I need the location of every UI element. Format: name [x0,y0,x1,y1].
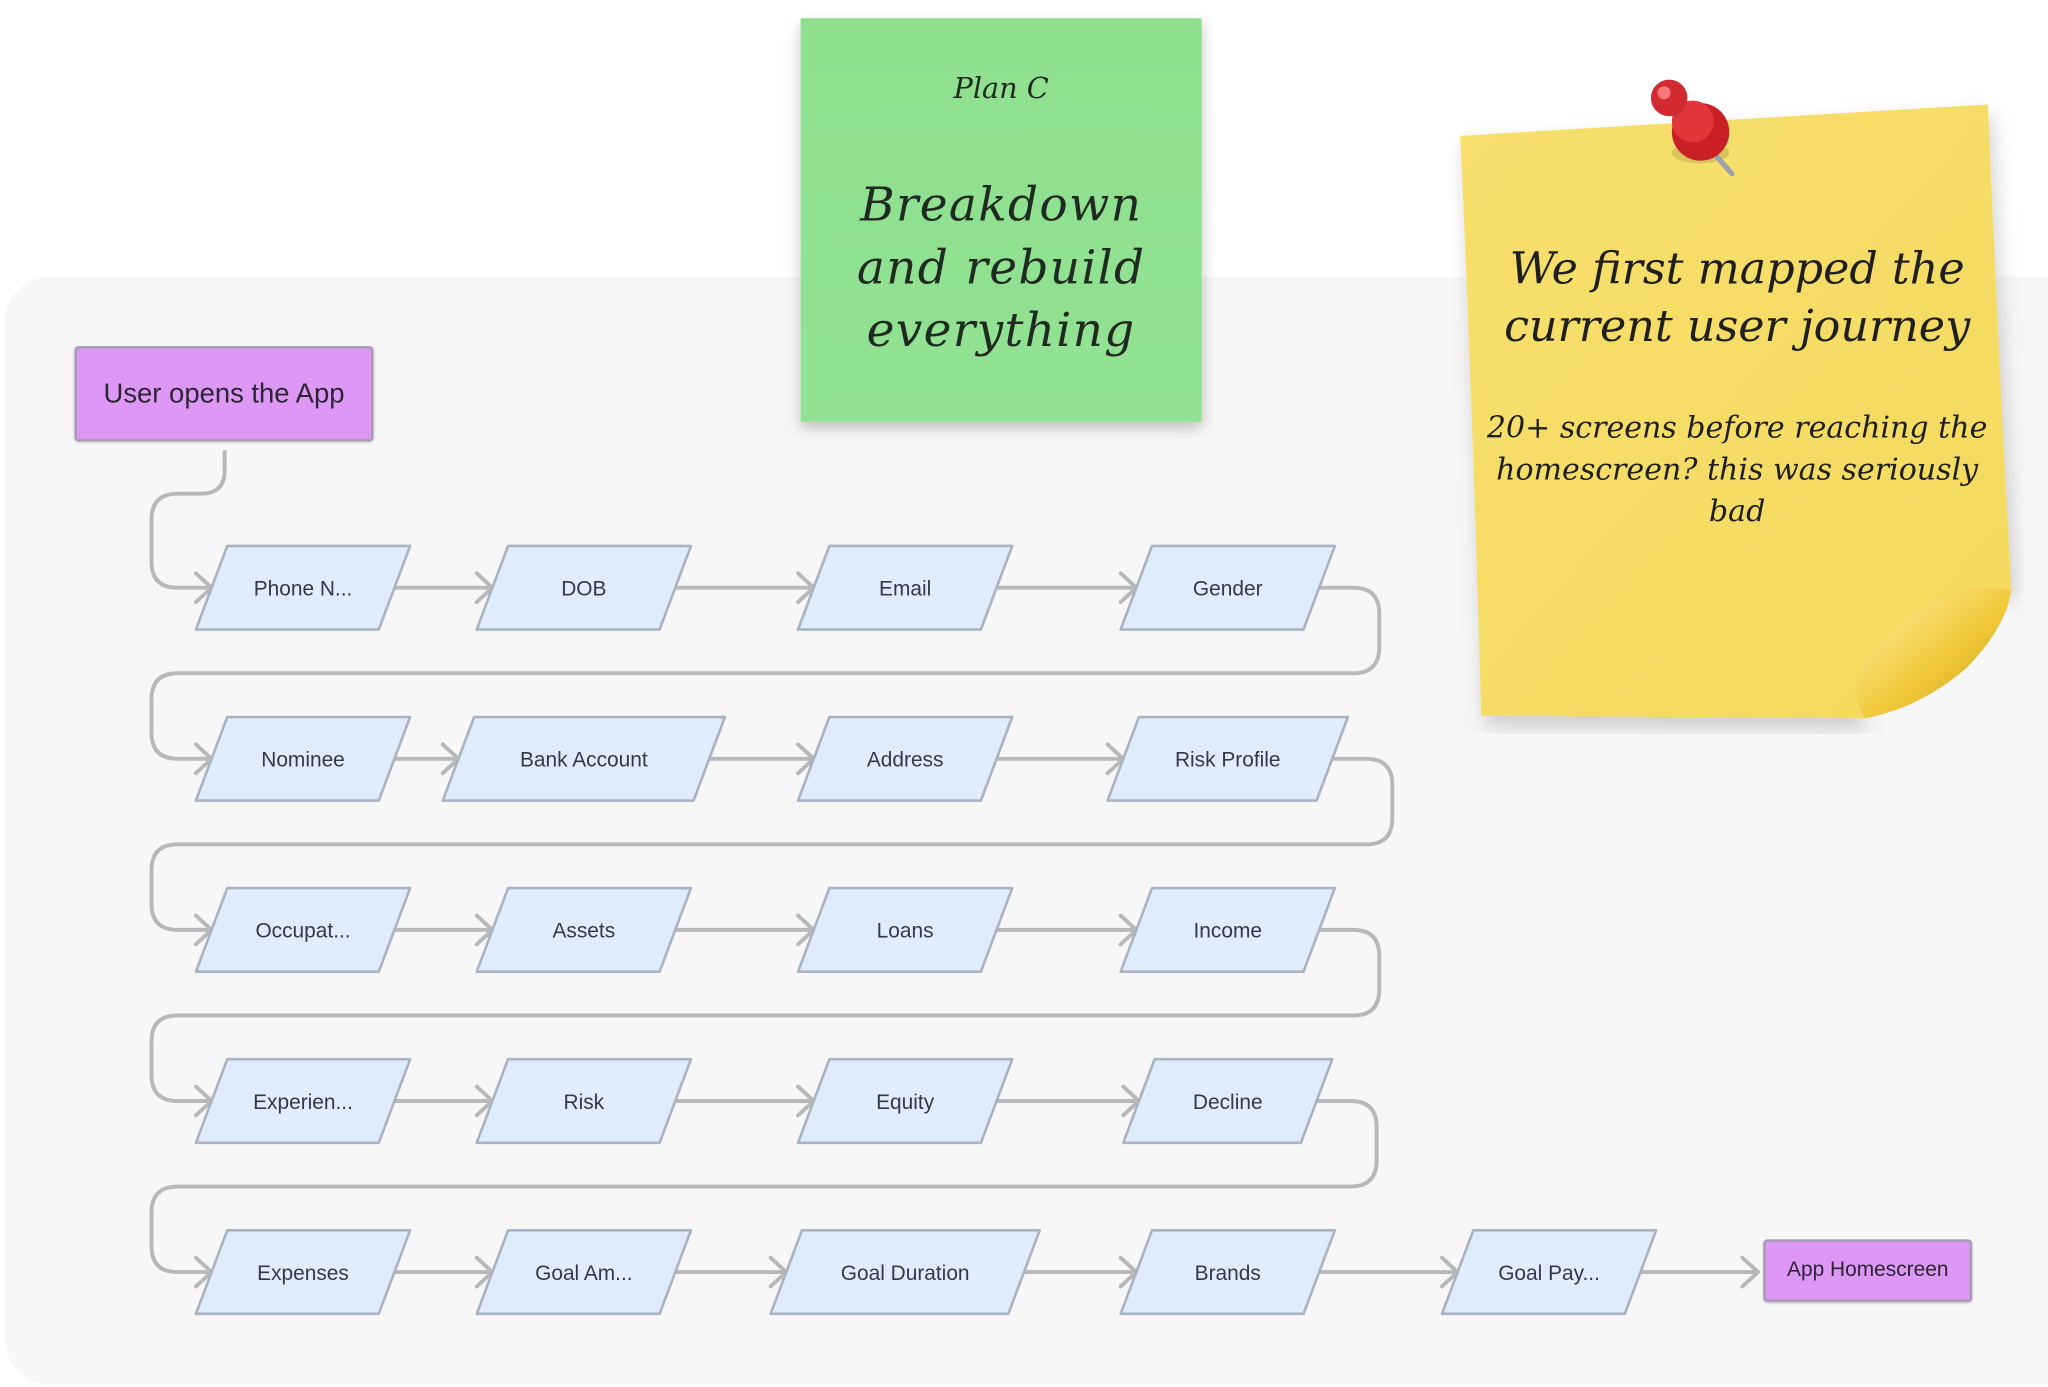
flow-node[interactable]: Goal Duration [769,1228,1041,1316]
flow-node[interactable]: Bank Account [441,715,727,802]
yellow-sticky-note: We first mapped the current user journey… [1450,94,2025,734]
node-shape [194,1228,412,1316]
yellow-note-title: We first mapped the current user journey [1504,242,1971,353]
flow-node[interactable]: Decline [1121,1057,1334,1145]
node-label: Address [867,749,944,772]
node-label: Goal Am... [535,1262,632,1285]
node-label: Risk Profile [1175,749,1281,772]
node-label: Expenses [257,1262,349,1285]
connector-line [149,449,227,590]
connector-line [149,1099,1379,1275]
green-note-heading: Plan C [953,73,1049,106]
node-shape [1440,1228,1658,1316]
node-label: Email [879,578,931,601]
node-label: Bank Account [520,749,648,772]
node-label: Decline [1193,1091,1263,1114]
connector-line [149,927,1382,1103]
flow-node[interactable]: Expenses [194,1228,412,1316]
node-shape [1121,1057,1334,1145]
flow-node[interactable]: Email [796,544,1014,631]
node-shape [796,544,1014,631]
yellow-note-body: 20+ screens before reaching the homescre… [1486,411,1988,529]
connector-line [149,756,1395,932]
flow-node[interactable]: Nominee [194,715,412,802]
flow-node[interactable]: Address [796,715,1014,802]
flow-node[interactable]: Goal Am... [475,1228,693,1316]
node-label: Experien... [253,1091,353,1114]
node-label: Gender [1193,578,1263,601]
node-label: Goal Pay... [1498,1262,1600,1285]
node-shape [475,1228,693,1316]
node-shape [475,886,693,973]
node-label: Equity [876,1091,935,1114]
flow-node[interactable]: Assets [475,886,693,973]
node-shape [475,1057,693,1145]
flow-node[interactable]: Risk [475,1057,693,1145]
node-shape [194,715,412,802]
flow-node[interactable]: Experien... [194,1057,412,1145]
flow-node[interactable]: Equity [796,1057,1014,1145]
pushpin-icon [1650,79,1735,177]
node-shape [194,544,412,631]
node-label: Loans [877,920,934,943]
node-shape [769,1228,1041,1316]
node-shape [1106,715,1350,802]
arrowhead [1740,1255,1760,1289]
node-label: Income [1194,920,1262,943]
node-shape [1119,544,1337,631]
node-label: Goal Duration [841,1262,970,1285]
flow-node[interactable]: DOB [475,544,693,631]
flow-node[interactable]: Risk Profile [1106,715,1350,802]
node-label: Brands [1195,1262,1261,1285]
flow-node[interactable]: Goal Pay... [1440,1228,1658,1316]
node-shape [796,1057,1014,1145]
node-shape [796,886,1014,973]
node-shape [1119,1228,1337,1316]
paper-curl [1856,588,2012,719]
green-sticky-note: Plan C Breakdown and rebuild everything [800,18,1202,422]
node-shape [1119,886,1337,973]
node-shape [475,544,693,631]
node-label: Nominee [261,749,345,772]
flow-node[interactable]: Gender [1119,544,1337,631]
green-note-text: Breakdown and rebuild everything [856,178,1146,358]
node-label: Occupat... [255,920,350,943]
node-shape [194,886,412,973]
node-shape [441,715,727,802]
flow-node[interactable]: Phone N... [194,544,412,631]
connector-line [149,585,1382,761]
flow-node[interactable]: Occupat... [194,886,412,973]
node-shape [796,715,1014,802]
node-shape [194,1057,412,1145]
yellow-note-paper [1460,104,2012,719]
end-node[interactable]: App Homescreen [1763,1239,1973,1303]
node-label: Risk [564,1091,605,1114]
node-label: Phone N... [254,578,353,601]
flow-node[interactable]: Income [1119,886,1337,973]
flow-node[interactable]: Loans [796,886,1014,973]
start-node[interactable]: User opens the App [74,346,374,442]
node-label: Assets [553,920,616,943]
flow-node[interactable]: Brands [1119,1228,1337,1316]
node-label: DOB [561,578,606,601]
